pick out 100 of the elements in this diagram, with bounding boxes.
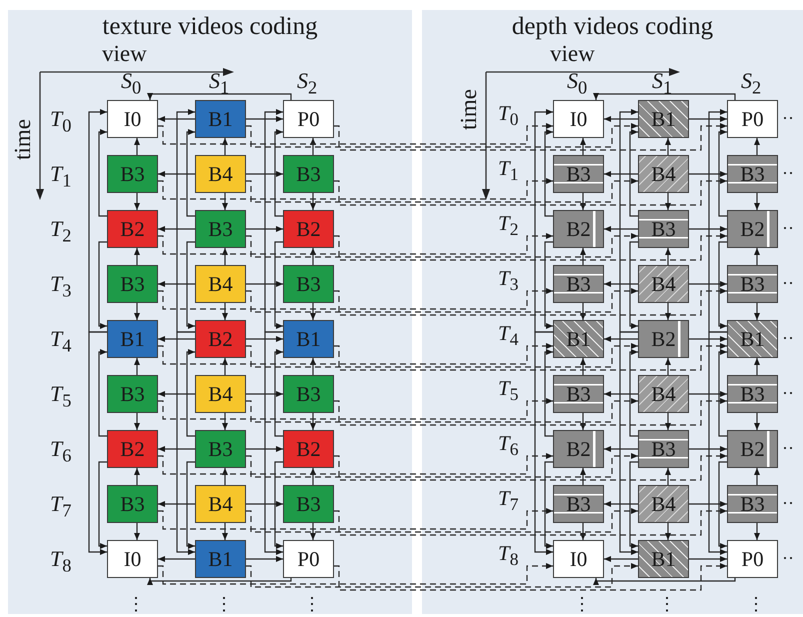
frame-label: B2 xyxy=(296,218,321,240)
arrow xyxy=(158,281,195,287)
arrow xyxy=(246,226,283,232)
arrow xyxy=(593,93,736,100)
dashed-arrow xyxy=(334,123,727,151)
frame-label: B4 xyxy=(651,164,676,184)
frame-label: B2 xyxy=(120,438,145,460)
frame-label: B3 xyxy=(208,438,233,460)
arrow xyxy=(629,461,638,549)
arrow xyxy=(98,241,107,329)
arrow xyxy=(310,358,316,375)
frame-label: B2 xyxy=(566,218,591,240)
frame-box xyxy=(727,155,778,193)
frame-box xyxy=(107,320,158,358)
frame-label: B4 xyxy=(208,384,233,404)
panel xyxy=(422,10,803,614)
arrow xyxy=(147,578,292,585)
frame-label: B3 xyxy=(740,274,765,294)
frame-box xyxy=(283,540,334,578)
frame-box xyxy=(638,210,689,248)
arrow xyxy=(665,303,671,320)
frame-label: B3 xyxy=(740,494,765,514)
frame-box xyxy=(283,155,334,193)
arrow xyxy=(689,226,727,232)
frame-box xyxy=(195,375,246,413)
arrow xyxy=(580,193,586,210)
ellipsis: ⋮ xyxy=(747,595,765,613)
arrow xyxy=(619,109,638,333)
frame-label: B3 xyxy=(740,164,765,184)
frame-label: B4 xyxy=(651,274,676,294)
frame-label: B4 xyxy=(208,494,233,514)
arrow xyxy=(274,241,283,329)
arrow xyxy=(604,446,638,452)
dashed-arrow xyxy=(158,123,553,145)
arrow xyxy=(544,461,553,549)
frame-label: B3 xyxy=(120,384,145,404)
view-label: S$_{2}$ xyxy=(741,70,762,97)
arrow xyxy=(176,331,195,555)
arrow xyxy=(689,501,727,507)
arrow xyxy=(186,129,195,217)
arrow xyxy=(222,193,228,210)
arrow xyxy=(665,248,671,265)
ellipsis: ⋮ xyxy=(573,595,591,613)
arrow xyxy=(689,391,727,397)
ellipsis: ·· xyxy=(782,549,794,567)
arrow xyxy=(222,138,228,155)
arrow xyxy=(593,578,736,585)
arrow xyxy=(246,501,283,507)
dashed-arrow xyxy=(334,508,727,536)
arrow xyxy=(604,556,638,562)
arrow xyxy=(754,468,760,485)
arrow xyxy=(98,129,107,217)
arrow xyxy=(665,468,671,485)
dashed-arrow xyxy=(158,563,553,585)
arrow xyxy=(754,358,760,375)
arrow xyxy=(158,226,195,232)
arrow xyxy=(246,171,283,177)
arrow xyxy=(544,241,553,329)
arrow xyxy=(689,171,727,177)
arrow xyxy=(134,303,140,320)
arrow xyxy=(246,446,283,452)
arrow xyxy=(222,468,228,485)
frame-box xyxy=(727,540,778,578)
frame-label: B3 xyxy=(651,218,676,240)
arrow xyxy=(754,303,760,320)
arrow xyxy=(158,116,195,122)
arrow xyxy=(264,331,283,555)
time-label: T$_{8}$ xyxy=(50,548,72,575)
frame-box xyxy=(107,210,158,248)
frame-box xyxy=(553,100,604,138)
view-label: S$_{1}$ xyxy=(652,70,672,97)
arrow xyxy=(88,109,107,333)
arrow xyxy=(619,331,638,555)
dashed-arrow xyxy=(246,563,638,588)
frame-box xyxy=(283,430,334,468)
frame-label: P0 xyxy=(741,108,764,130)
frame-box xyxy=(638,265,689,303)
frame-label: B1 xyxy=(208,548,233,570)
frame-label: B4 xyxy=(208,274,233,294)
frame-box xyxy=(107,100,158,138)
arrow xyxy=(134,468,140,485)
view-label: S$_{0}$ xyxy=(121,70,142,97)
arrow xyxy=(158,501,195,507)
frame-box xyxy=(638,485,689,523)
frame-label: B3 xyxy=(566,164,591,184)
frame-label: B3 xyxy=(740,384,765,404)
frame-label: B1 xyxy=(296,328,321,350)
frame-box xyxy=(283,320,334,358)
arrow xyxy=(534,331,553,555)
arrow xyxy=(147,93,292,100)
frame-box xyxy=(553,155,604,193)
arrow xyxy=(718,349,727,437)
frame-box xyxy=(195,540,246,578)
frame-label: B3 xyxy=(120,164,145,184)
arrow xyxy=(689,336,727,342)
dashed-arrow xyxy=(158,178,553,200)
time-label: T$_{2}$ xyxy=(50,218,72,245)
time-label: T$_{7}$ xyxy=(50,493,72,520)
frame-box xyxy=(107,485,158,523)
arrow xyxy=(134,358,140,375)
